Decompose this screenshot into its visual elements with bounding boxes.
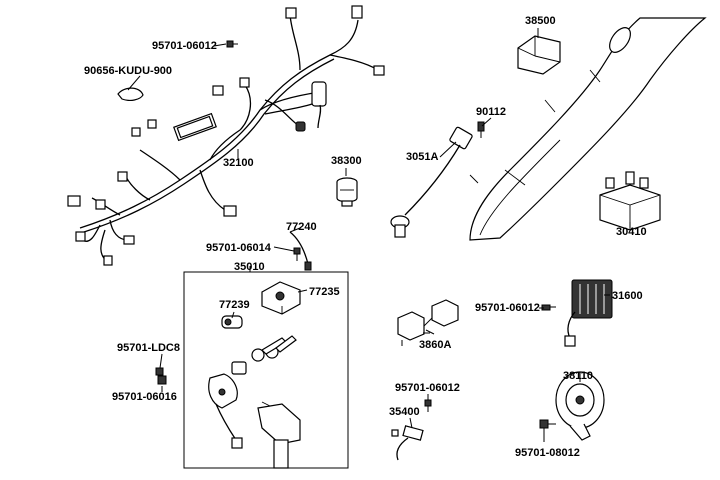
bolt-horn (539, 419, 556, 429)
switch-35400 (391, 425, 424, 461)
label-38300: 38300 (331, 155, 362, 167)
label-3860a: 3860A (419, 339, 452, 351)
sensor-3051a (390, 126, 473, 238)
label-77235: 77235 (309, 286, 340, 298)
label-35400: 35400 (389, 406, 420, 418)
label-38500: 38500 (525, 15, 556, 27)
clip-90656 (117, 87, 144, 101)
label-90112: 90112 (476, 106, 506, 118)
key-icon (251, 335, 297, 362)
leader-lines (127, 28, 631, 442)
label-95701-06016: 95701-06016 (112, 391, 177, 403)
label-38110: 38110 (563, 370, 593, 382)
relay-box-30410 (599, 171, 661, 231)
bolt-31600 (541, 304, 556, 311)
label-95701-06014: 95701-06014 (206, 242, 271, 254)
label-90656-kudu-900: 90656-KUDU-900 (84, 65, 173, 77)
label-35010: 35010 (234, 261, 265, 273)
label-30410: 30410 (616, 226, 647, 238)
frame-tube (469, 17, 707, 241)
bolt-35400 (424, 399, 432, 412)
label-95701-06012-bottom: 95701-06012 (395, 382, 460, 394)
bolt-77240 (293, 247, 301, 261)
label-95701-06012-mid: 95701-06012 (475, 302, 540, 314)
cable-77240 (289, 231, 312, 271)
ignition-set-box (183, 271, 349, 469)
bolt-ldc8 (155, 367, 164, 376)
wire-harness-32100 (67, 5, 385, 266)
label-95701-06012-top: 95701-06012 (152, 40, 217, 52)
relay-3860a (397, 299, 459, 346)
label-95701-ldc8: 95701-LDC8 (117, 342, 180, 354)
bolt-90112 (477, 121, 485, 138)
horn-38110 (555, 371, 605, 441)
connector-38500 (517, 35, 561, 75)
bolt-06016 (157, 375, 167, 385)
label-31600: 31600 (612, 290, 643, 302)
label-3051a: 3051A (406, 151, 439, 163)
label-95701-08012: 95701-08012 (515, 447, 580, 459)
bolt-top (226, 40, 238, 48)
label-32100: 32100 (223, 157, 254, 169)
relay-38300 (336, 177, 358, 207)
label-77240: 77240 (286, 221, 317, 233)
label-77239: 77239 (219, 299, 250, 311)
regulator-31600 (564, 279, 613, 347)
